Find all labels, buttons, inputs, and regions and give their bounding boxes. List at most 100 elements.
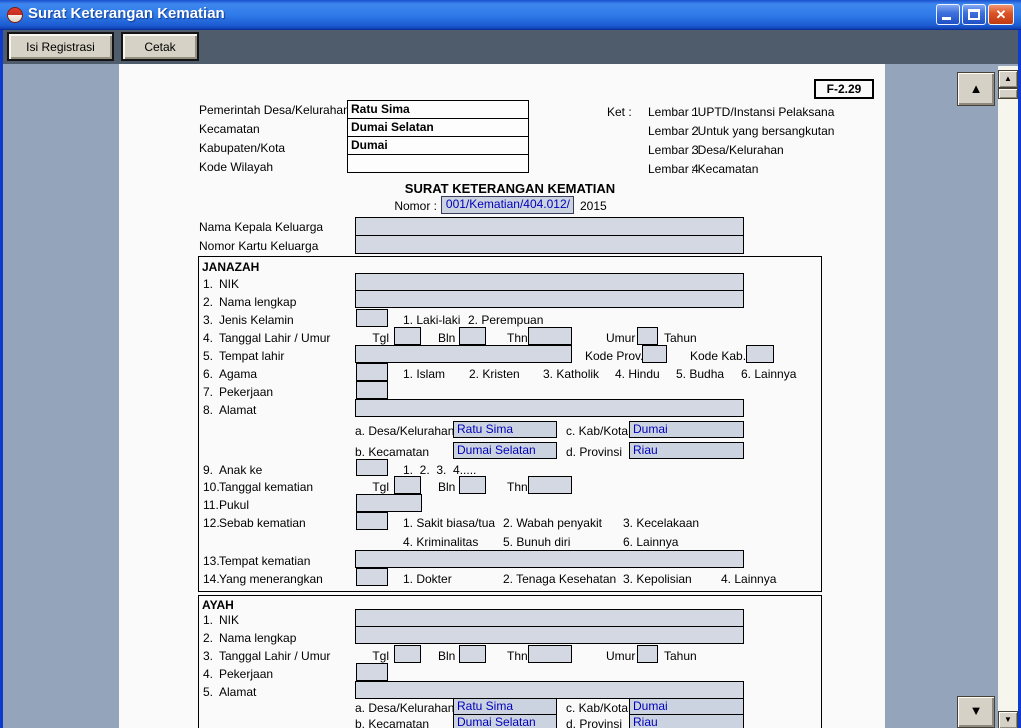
label-nama-kepala-keluarga: Nama Kepala Keluarga [199, 220, 324, 234]
input-tempat-lahir[interactable] [355, 345, 572, 363]
input-ayah-nama[interactable] [355, 626, 744, 644]
scrollbar-up-button[interactable]: ▲ [998, 70, 1018, 88]
input-ayah-tgl[interactable] [394, 645, 421, 663]
label-tempat-kematian: Tempat kematian [219, 554, 311, 568]
option-anak-ke: 1. 2. 3. 4..... [403, 463, 477, 477]
value-kecamatan[interactable]: Dumai Selatan [453, 442, 557, 459]
label-jenis-kelamin: Jenis Kelamin [219, 313, 294, 327]
row-number: 7. [203, 385, 214, 399]
row-number: 2. [203, 295, 214, 309]
row-number: 11. [203, 498, 219, 512]
input-kematian-bln[interactable] [459, 476, 486, 494]
label-ayah-kecamatan: b. Kecamatan [355, 717, 430, 728]
value-provinsi[interactable]: Riau [629, 442, 744, 459]
label-kecamatan-sub: b. Kecamatan [355, 445, 430, 459]
input-pemerintah[interactable]: Ratu Sima [347, 100, 529, 119]
ket-label: Ket : [607, 105, 632, 119]
input-janazah-nik[interactable] [355, 273, 744, 291]
input-kode-wilayah[interactable] [347, 154, 529, 173]
minimize-button[interactable] [936, 4, 960, 25]
form-paper: F-2.29 Pemerintah Desa/Kelurahan Kecamat… [119, 64, 885, 728]
input-ayah-nik[interactable] [355, 609, 744, 627]
input-umur[interactable] [637, 327, 658, 345]
row-number: 5. [203, 685, 214, 699]
input-ayah-alamat[interactable] [355, 681, 744, 699]
label-kecamatan: Kecamatan [199, 122, 260, 136]
input-pekerjaan[interactable] [356, 381, 388, 399]
input-sebab-kematian[interactable] [356, 512, 388, 530]
maximize-button[interactable] [962, 4, 986, 25]
option-tenaga-kesehatan: 2. Tenaga Kesehatan [503, 572, 617, 586]
label-umur: Umur [606, 331, 636, 345]
input-tempat-kematian[interactable] [355, 550, 744, 568]
scrollbar-down-button[interactable]: ▼ [998, 711, 1018, 728]
value-ayah-desa[interactable]: Ratu Sima [453, 698, 557, 715]
input-janazah-nama[interactable] [355, 290, 744, 308]
janazah-section-box [198, 256, 822, 592]
label-bln: Bln [438, 649, 456, 663]
scroll-top-button[interactable]: ▲ [957, 72, 995, 106]
input-lahir-thn[interactable] [528, 327, 572, 345]
input-ayah-pekerjaan[interactable] [356, 663, 388, 681]
label-tanggal-lahir-umur: Tanggal Lahir / Umur [219, 331, 331, 345]
ket-desc-3: : Desa/Kelurahan [691, 143, 784, 157]
label-provinsi: d. Provinsi [566, 445, 623, 459]
input-jenis-kelamin[interactable] [356, 309, 388, 327]
input-alamat[interactable] [355, 399, 744, 417]
label-tahun: Tahun [664, 331, 697, 345]
value-desa-kelurahan[interactable]: Ratu Sima [453, 421, 557, 438]
label-anak-ke: Anak ke [219, 463, 263, 477]
nomor-label: Nomor : [394, 199, 437, 213]
window-border-right [1018, 30, 1021, 728]
label-ayah-nik: NIK [219, 613, 240, 627]
input-pukul[interactable] [356, 494, 422, 512]
row-number: 4. [203, 331, 214, 345]
input-kematian-thn[interactable] [528, 476, 572, 494]
input-yang-menerangkan[interactable] [356, 568, 388, 586]
value-ayah-kab-kota[interactable]: Dumai [629, 698, 744, 715]
scroll-bottom-button[interactable]: ▼ [957, 696, 995, 728]
isi-registrasi-button[interactable]: Isi Registrasi [7, 32, 114, 61]
label-sebab-kematian: Sebab kematian [219, 516, 306, 530]
minimize-icon [942, 17, 951, 20]
value-ayah-provinsi[interactable]: Riau [629, 714, 744, 728]
input-ayah-umur[interactable] [637, 645, 658, 663]
option-kepolisian: 3. Kepolisian [623, 572, 692, 586]
label-tempat-lahir: Tempat lahir [219, 349, 285, 363]
input-ayah-thn[interactable] [528, 645, 572, 663]
nomor-input[interactable]: 001/Kematian/404.012/ [441, 196, 574, 214]
label-ayah-desa: a. Desa/Kelurahan [355, 701, 455, 715]
title-bar[interactable]: Surat Keterangan Kematian ✕ [0, 0, 1021, 30]
input-nama-kepala-keluarga[interactable] [355, 217, 744, 236]
input-kabupaten[interactable]: Dumai [347, 136, 529, 155]
vertical-scrollbar[interactable]: ▲ ▼ [998, 66, 1018, 728]
input-nomor-kartu-keluarga[interactable] [355, 235, 744, 254]
scroll-up-icon: ▲ [1004, 74, 1012, 83]
ayah-section-title: AYAH [202, 598, 234, 612]
input-lahir-bln[interactable] [459, 327, 486, 345]
option-kriminalitas: 4. Kriminalitas [403, 535, 479, 549]
input-kematian-tgl[interactable] [394, 476, 421, 494]
label-alamat: Alamat [219, 403, 257, 417]
input-kode-kab[interactable] [746, 345, 774, 363]
input-ayah-bln[interactable] [459, 645, 486, 663]
cetak-button[interactable]: Cetak [121, 32, 199, 61]
label-kabupaten: Kabupaten/Kota [199, 141, 286, 155]
scrollbar-thumb[interactable] [998, 88, 1018, 99]
label-tgl: Tgl [372, 331, 389, 345]
value-kab-kota[interactable]: Dumai [629, 421, 744, 438]
input-anak-ke[interactable] [356, 459, 388, 476]
row-number: 10. [203, 480, 220, 494]
up-arrow-icon: ▲ [969, 81, 983, 96]
ket-lembar-3: Lembar 3 [648, 143, 699, 157]
input-agama[interactable] [356, 363, 388, 381]
input-kecamatan[interactable]: Dumai Selatan [347, 118, 529, 137]
input-lahir-tgl[interactable] [394, 327, 421, 345]
value-ayah-kecamatan[interactable]: Dumai Selatan [453, 714, 557, 728]
close-button[interactable]: ✕ [988, 4, 1014, 25]
label-pekerjaan: Pekerjaan [219, 385, 274, 399]
label-pemerintah: Pemerintah Desa/Kelurahan [199, 103, 350, 117]
label-pukul: Pukul [219, 498, 250, 512]
app-flag-icon [7, 7, 23, 23]
input-kode-prov[interactable] [642, 345, 667, 363]
